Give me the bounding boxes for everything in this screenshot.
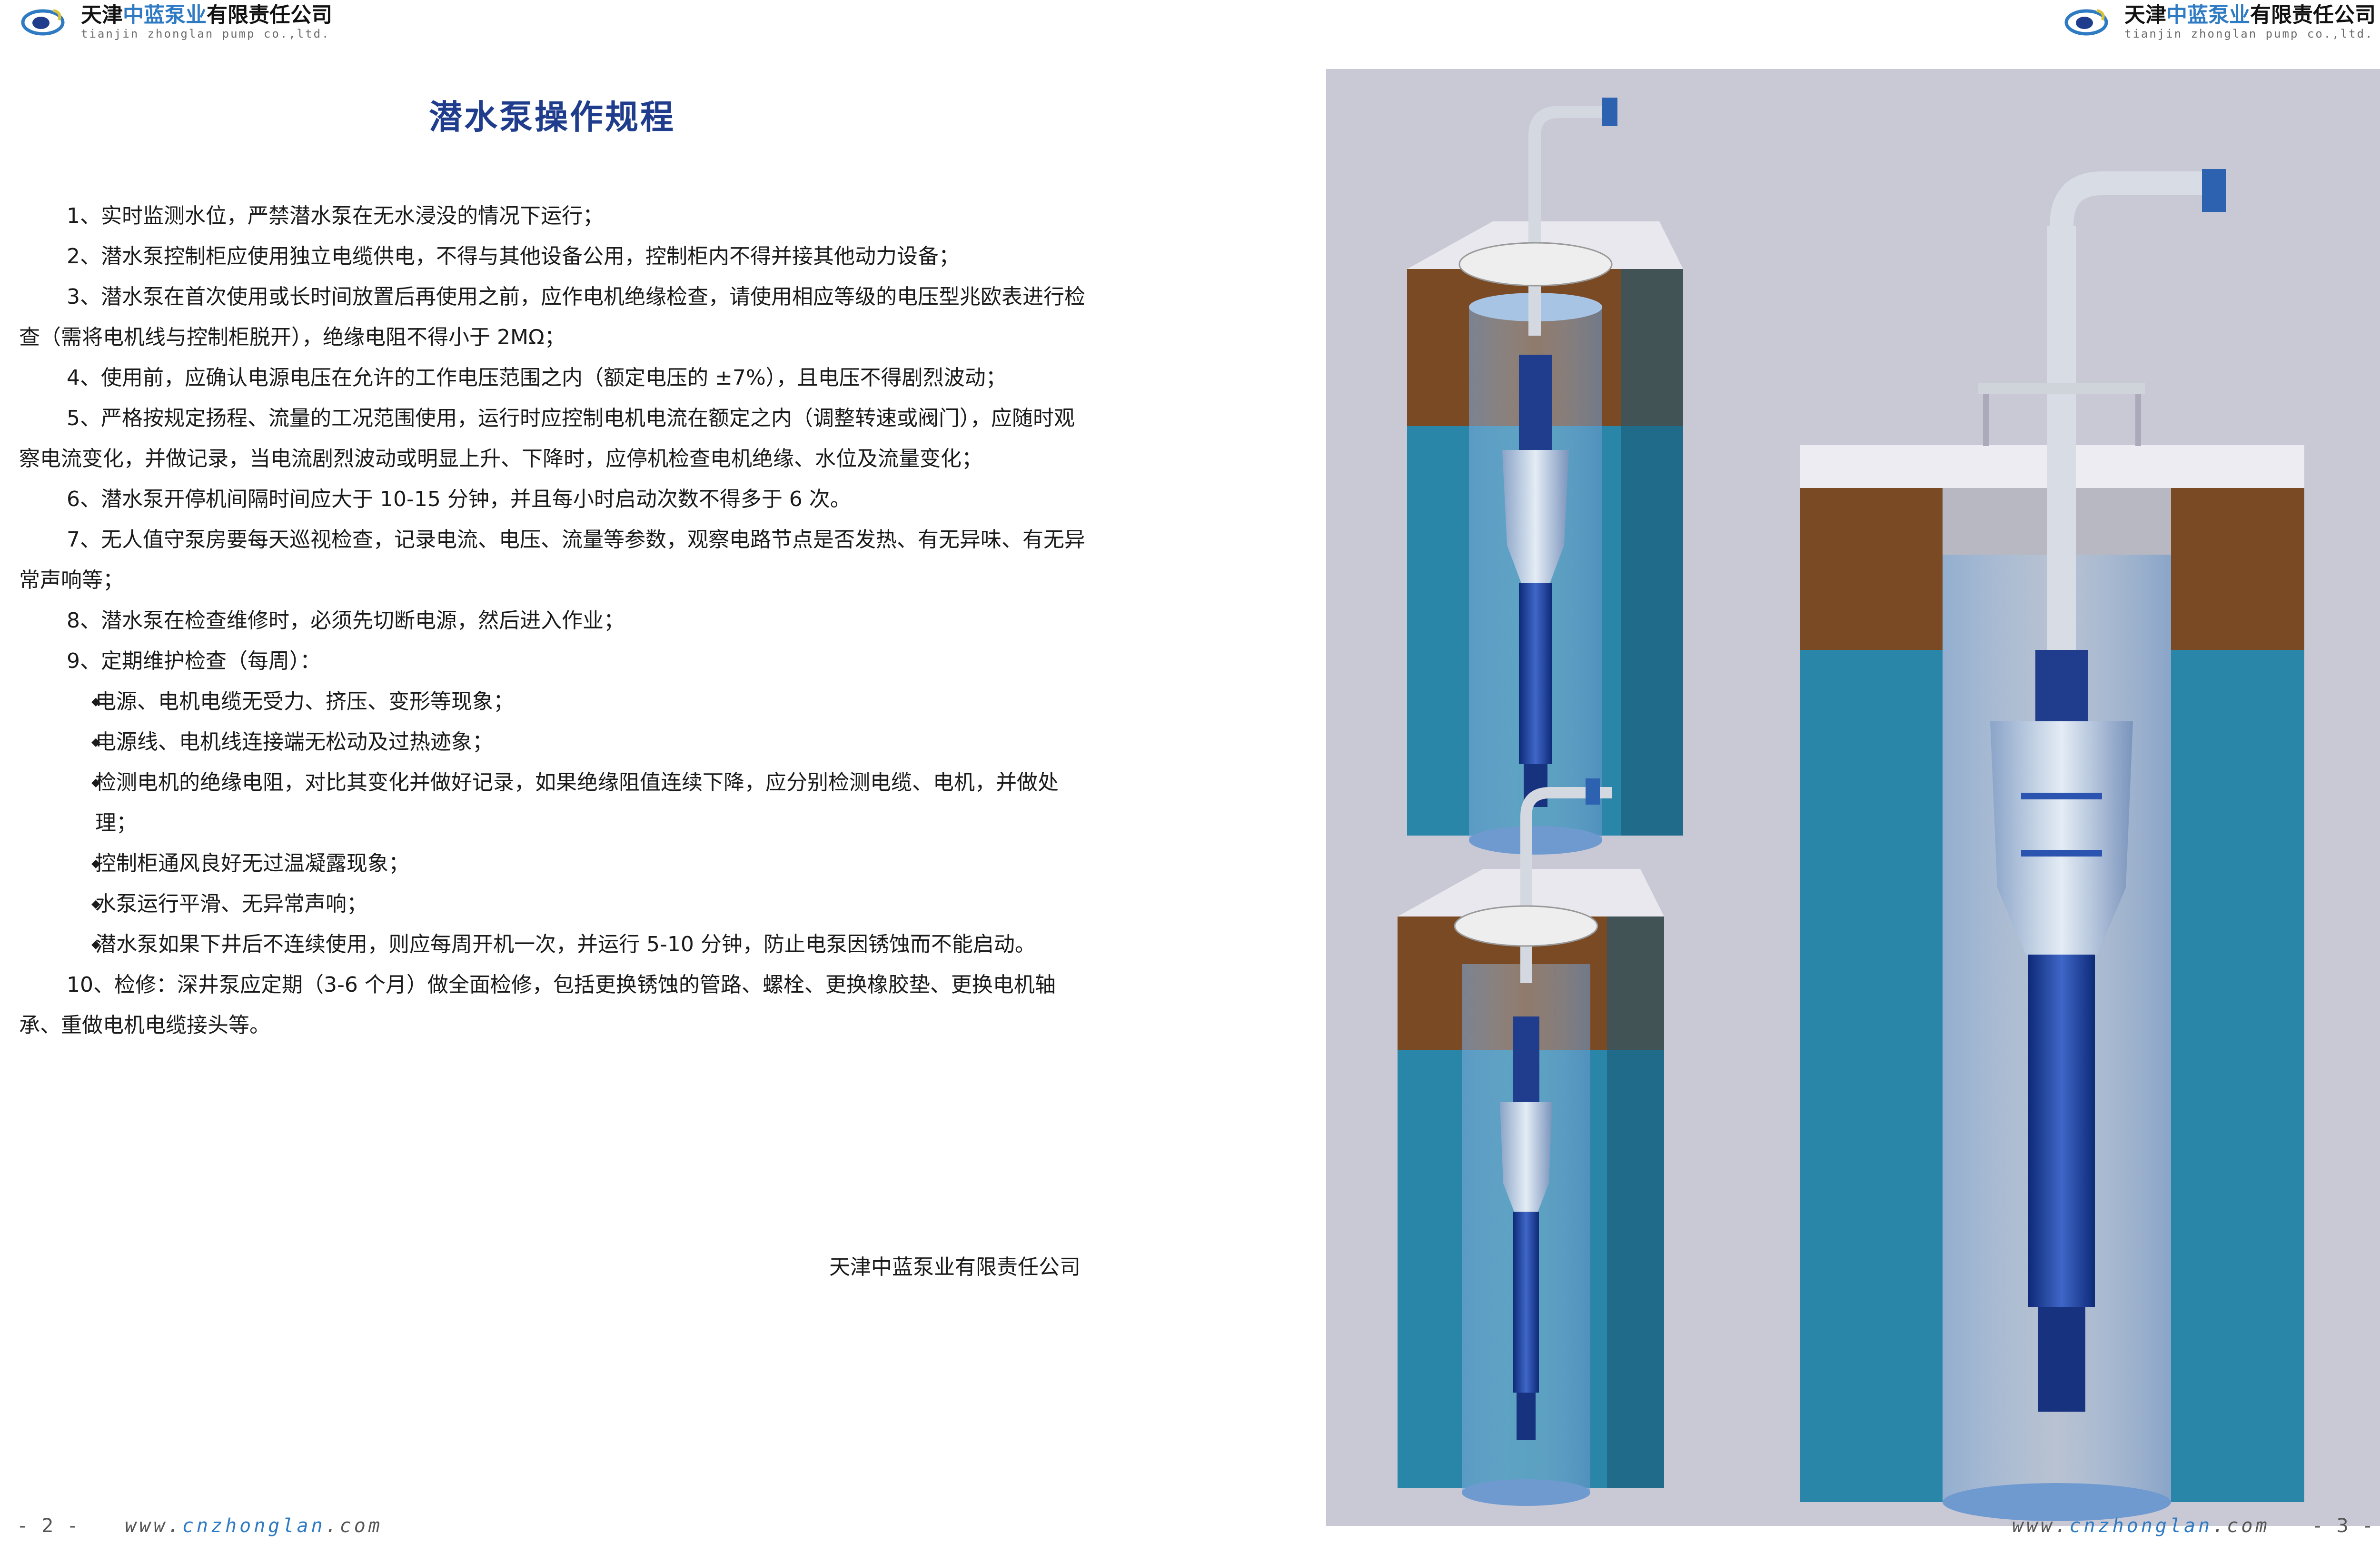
maintenance-check-item: 潜水泵如果下井后不连续使用，则应每周开机一次，并运行 5-10 分钟，防止电泵因… [19,924,1085,965]
procedure-item: 9、定期维护检查（每周）： [67,649,321,673]
well-large [1800,169,2304,1521]
procedure-item: 6、潜水泵开停机间隔时间应大于 10-15 分钟，并且每小时启动次数不得多于 6… [67,487,851,511]
well-small-bottom [1398,778,1664,1506]
company-logo-icon [2064,9,2108,36]
procedure-item: 1、实时监测水位，严禁潜水泵在无水浸没的情况下运行； [67,204,604,228]
pump-well-drawing [1398,98,2304,1521]
website-url: www.cnzhonglan.com [125,1515,383,1537]
procedure-item: 7、无人值守泵房要每天巡视检查，记录电流、电压、流量等参数，观察电路节点是否发热… [19,528,1085,592]
maintenance-check-item: 电源线、电机线连接端无松动及过热迹象； [19,722,1085,762]
company-name-block: 天津中蓝泵业有限责任公司 tianjin zhonglan pump co.,l… [81,3,332,41]
left-page: 潜水泵操作规程 1、实时监测水位，严禁潜水泵在无水浸没的情况下运行； 2、潜水泵… [19,76,1085,1046]
procedure-item: 3、潜水泵在首次使用或长时间放置后再使用之前，应作电机绝缘检查，请使用相应等级的… [19,285,1085,349]
page-title: 潜水泵操作规程 [429,98,675,137]
signature: 天津中蓝泵业有限责任公司 [829,1255,1081,1279]
company-name-en: tianjin zhonglan pump co.,ltd. [81,27,330,40]
company-name-cn: 天津中蓝泵业有限责任公司 [81,3,332,27]
procedure-item: 10、检修：深井泵应定期（3-6 个月）做全面检修，包括更换锈蚀的管路、螺栓、更… [19,973,1056,1037]
maintenance-check-item: 控制柜通风良好无过温凝露现象； [19,843,1085,884]
page-number-right: - 3 - [2314,1515,2376,1537]
procedure-item: 5、严格按规定扬程、流量的工况范围使用，运行时应控制电机电流在额定之内（调整转速… [19,406,1075,471]
page-number-left: - 2 - [19,1515,81,1537]
well-small-top [1407,98,1683,855]
company-name-en: tianjin zhonglan pump co.,ltd. [2124,27,2374,40]
maintenance-check-item: 检测电机的绝缘电阻，对比其变化并做好记录，如果绝缘阻值连续下降，应分别检测电缆、… [19,762,1085,843]
procedure-item: 2、潜水泵控制柜应使用独立电缆供电，不得与其他设备公用，控制柜内不得并接其他动力… [67,244,960,269]
maintenance-check-item: 水泵运行平滑、无异常声响； [19,884,1085,924]
pump-well-illustration [1326,69,2380,1526]
header-left: 天津中蓝泵业有限责任公司 tianjin zhonglan pump co.,l… [19,1,332,44]
procedure-item: 4、使用前，应确认电源电压在允许的工作电压范围之内（额定电压的 ±7%），且电压… [67,366,1007,390]
footer-left: - 2 - www.cnzhonglan.com [19,1515,383,1537]
company-logo-icon [21,9,65,36]
company-name-block: 天津中蓝泵业有限责任公司 tianjin zhonglan pump co.,l… [2124,3,2376,41]
procedure-item: 8、潜水泵在检查维修时，必须先切断电源，然后进入作业； [67,608,625,633]
company-name-cn: 天津中蓝泵业有限责任公司 [2124,3,2376,27]
maintenance-check-item: 电源、电机电缆无受力、挤压、变形等现象； [19,681,1085,722]
website-url: www.cnzhonglan.com [2012,1515,2270,1537]
footer-right: www.cnzhonglan.com - 3 - [2012,1515,2376,1537]
header-right: 天津中蓝泵业有限责任公司 tianjin zhonglan pump co.,l… [2063,1,2376,44]
procedure-body: 1、实时监测水位，严禁潜水泵在无水浸没的情况下运行； 2、潜水泵控制柜应使用独立… [19,196,1085,1046]
